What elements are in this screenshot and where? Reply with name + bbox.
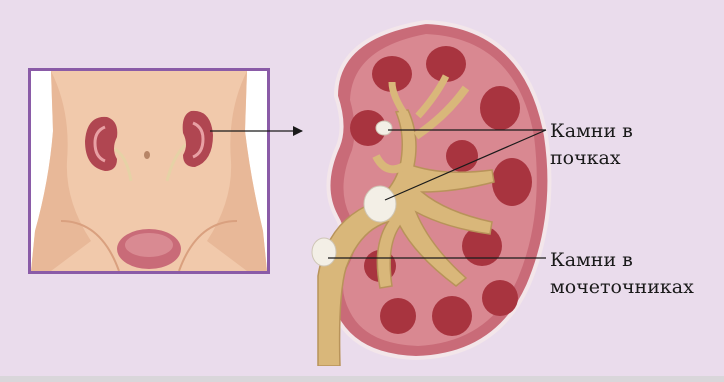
label-kidney-stones-line2: почках	[550, 145, 633, 172]
kidney-stone-large	[364, 186, 396, 222]
label-ureter-stones: Камни в мочеточниках	[550, 247, 694, 301]
ureter-stone	[312, 238, 336, 266]
label-ureter-stones-line2: мочеточниках	[550, 274, 694, 301]
label-kidney-stones-line1: Камни в	[550, 118, 633, 145]
bottom-rule	[0, 376, 724, 382]
label-ureter-stones-line1: Камни в	[550, 247, 694, 274]
kidney-stone-upper	[376, 121, 392, 135]
torso-inset	[28, 68, 270, 274]
kidney-cross-section	[296, 16, 556, 366]
kidney-illustration	[296, 16, 556, 366]
label-kidney-stones: Камни в почках	[550, 118, 633, 172]
torso-illustration	[31, 71, 267, 271]
